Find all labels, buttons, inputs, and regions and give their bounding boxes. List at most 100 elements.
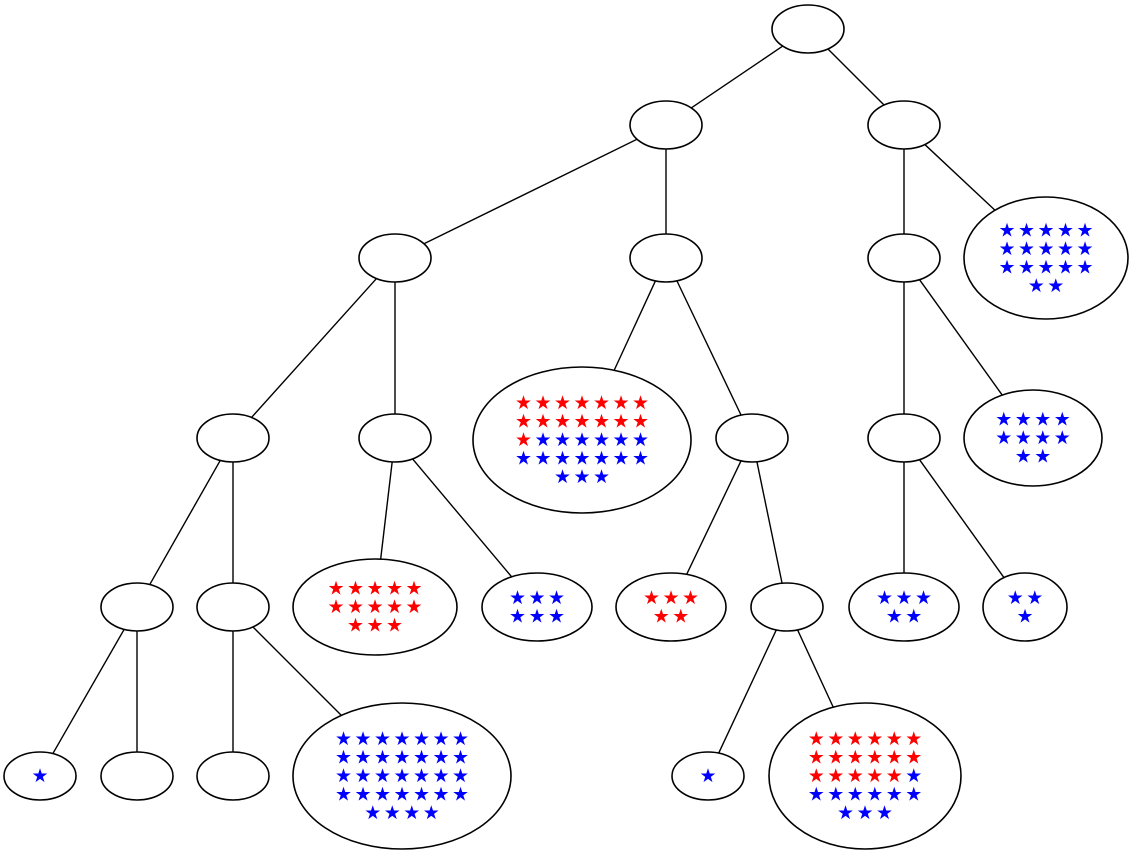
- node-n-a1a: [196, 413, 270, 463]
- node-n-f5: ★: [671, 751, 745, 801]
- blue-star-icon: ★: [335, 747, 352, 769]
- blue-star-icon: ★: [1076, 256, 1093, 278]
- blue-star-icon: ★: [413, 747, 430, 769]
- blue-star-icon: ★: [827, 784, 844, 806]
- red-star-icon: ★: [554, 411, 571, 433]
- node-ellipse: [196, 751, 270, 801]
- node-n-root: [771, 4, 845, 54]
- edge-n-d2-n-f6: [796, 629, 834, 708]
- blue-star-icon: ★: [432, 728, 449, 750]
- red-star-icon: ★: [347, 615, 364, 637]
- node-ellipse: [358, 413, 432, 463]
- node-ellipse: [358, 233, 432, 283]
- blue-star-icon: ★: [1018, 238, 1035, 260]
- red-star-icon: ★: [534, 392, 551, 414]
- tree-nodes: ★★★★★★★★★★★★★★★★★★★★★★★★★★★★★★★★★★★★★★★★…: [3, 4, 1129, 850]
- blue-star-icon: ★: [393, 728, 410, 750]
- blue-star-icon: ★: [509, 605, 526, 627]
- blue-star-icon: ★: [413, 728, 430, 750]
- blue-star-icon: ★: [1054, 409, 1071, 431]
- red-star-icon: ★: [366, 578, 383, 600]
- node-ellipse: [867, 233, 941, 283]
- blue-star-icon: ★: [374, 784, 391, 806]
- blue-star-icon: ★: [432, 765, 449, 787]
- blue-star-icon: ★: [905, 605, 922, 627]
- red-star-icon: ★: [386, 615, 403, 637]
- node-ellipse: [3, 751, 77, 801]
- edge-n-c1-n-f1: [52, 629, 125, 754]
- red-star-icon: ★: [405, 596, 422, 618]
- edge-n-a2b-n-d1: [685, 460, 742, 575]
- blue-star-icon: ★: [374, 765, 391, 787]
- node-n-c3: ★★★★★★★★★★★★★: [292, 558, 458, 656]
- tree-edges: [52, 45, 1005, 754]
- red-star-icon: ★: [866, 747, 883, 769]
- blue-star-icon: ★: [573, 429, 590, 451]
- blue-star-icon: ★: [423, 802, 440, 824]
- blue-star-icon: ★: [905, 765, 922, 787]
- node-ellipse: [768, 702, 962, 850]
- blue-star-icon: ★: [593, 466, 610, 488]
- blue-star-icon: ★: [354, 728, 371, 750]
- blue-star-icon: ★: [1026, 587, 1043, 609]
- blue-star-icon: ★: [354, 747, 371, 769]
- red-star-icon: ★: [515, 429, 532, 451]
- blue-star-icon: ★: [534, 429, 551, 451]
- blue-star-icon: ★: [364, 802, 381, 824]
- node-ellipse: [963, 389, 1103, 487]
- blue-star-icon: ★: [808, 784, 825, 806]
- red-star-icon: ★: [662, 587, 679, 609]
- red-star-icon: ★: [573, 392, 590, 414]
- red-star-icon: ★: [327, 596, 344, 618]
- blue-star-icon: ★: [1034, 446, 1051, 468]
- blue-star-icon: ★: [393, 747, 410, 769]
- node-ellipse: [196, 413, 270, 463]
- red-star-icon: ★: [827, 728, 844, 750]
- blue-star-icon: ★: [837, 802, 854, 824]
- node-ellipse: [671, 751, 745, 801]
- red-star-icon: ★: [808, 747, 825, 769]
- red-star-icon: ★: [405, 578, 422, 600]
- node-ellipse: [100, 582, 174, 632]
- node-n-c4: ★★★★★★: [481, 572, 593, 642]
- blue-star-icon: ★: [876, 587, 893, 609]
- red-star-icon: ★: [847, 765, 864, 787]
- node-n-b1a: [867, 413, 941, 463]
- node-n-f3: [196, 751, 270, 801]
- node-ellipse: [963, 196, 1129, 320]
- red-star-icon: ★: [366, 615, 383, 637]
- node-ellipse: [615, 572, 727, 642]
- node-n-a: [629, 100, 703, 150]
- blue-star-icon: ★: [1037, 256, 1054, 278]
- red-star-icon: ★: [886, 728, 903, 750]
- node-n-d2: [750, 582, 824, 632]
- blue-star-icon: ★: [534, 448, 551, 470]
- blue-star-icon: ★: [995, 409, 1012, 431]
- blue-star-icon: ★: [915, 587, 932, 609]
- blue-star-icon: ★: [1018, 219, 1035, 241]
- blue-star-icon: ★: [1015, 427, 1032, 449]
- edge-n-a2b-n-d2: [756, 461, 783, 584]
- blue-star-icon: ★: [1037, 238, 1054, 260]
- edge-n-b-n-b-leaf: [924, 144, 996, 211]
- edge-n-a1-n-a1a: [251, 278, 377, 418]
- node-n-f6: ★★★★★★★★★★★★★★★★★★★★★★★★★★★: [768, 702, 962, 850]
- red-star-icon: ★: [515, 392, 532, 414]
- edge-n-root-n-a: [690, 45, 784, 109]
- red-star-icon: ★: [643, 587, 660, 609]
- red-star-icon: ★: [386, 578, 403, 600]
- node-n-b: [867, 100, 941, 150]
- node-n-a2b: [715, 413, 789, 463]
- red-star-icon: ★: [347, 578, 364, 600]
- node-n-a2: [629, 233, 703, 283]
- node-ellipse: [629, 100, 703, 150]
- blue-star-icon: ★: [432, 784, 449, 806]
- edge-n-a1b-n-c3: [379, 461, 393, 560]
- node-n-b-leaf: ★★★★★★★★★★★★★★★★★: [963, 196, 1129, 320]
- red-star-icon: ★: [905, 728, 922, 750]
- red-star-icon: ★: [612, 392, 629, 414]
- red-star-icon: ★: [632, 411, 649, 433]
- blue-star-icon: ★: [1015, 409, 1032, 431]
- blue-star-icon: ★: [998, 219, 1015, 241]
